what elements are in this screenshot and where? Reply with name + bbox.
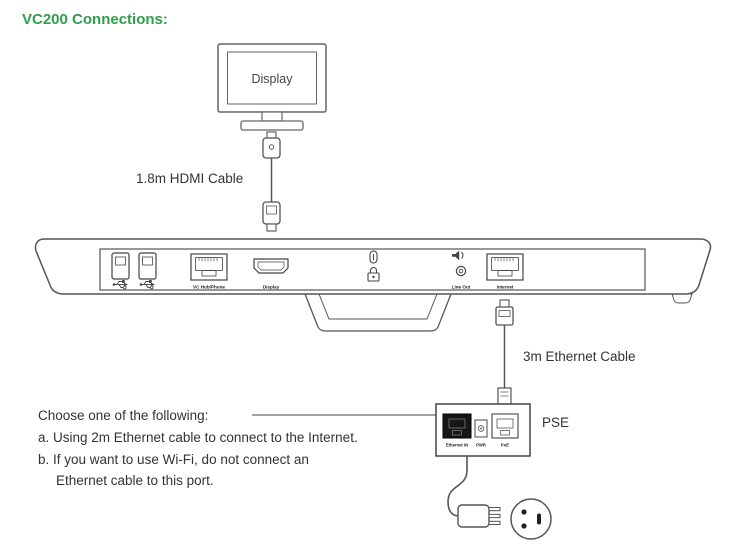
display-port-label: Display (263, 285, 280, 290)
device-foot (671, 293, 693, 304)
hdmi-cable-label: 1.8m HDMI Cable (136, 171, 243, 186)
usb-port-2 (138, 252, 157, 280)
power-outlet-icon (510, 498, 552, 540)
display-hdmi-port (253, 258, 289, 274)
line-out-jack (455, 265, 467, 277)
pse-box: Ethernet IN PWR PoE (435, 403, 531, 457)
internet-port-label: Internet (497, 285, 514, 290)
pse-label: PSE (542, 415, 569, 430)
monitor-display-label: Display (252, 72, 294, 86)
instructions-option-a: a. Using 2m Ethernet cable to connect to… (38, 430, 358, 445)
pse-poe-label: PoE (501, 443, 509, 448)
hdmi-plug-icon (262, 131, 281, 232)
security-lock-icon (367, 250, 380, 282)
device-rear-panel: VC Hub/Phone Display Line Out Internet (34, 238, 712, 304)
instructions-option-b-line1: b. If you want to use Wi-Fi, do not conn… (38, 452, 309, 467)
power-cord-line (447, 456, 468, 517)
vc-hub-phone-label: VC Hub/Phone (193, 285, 225, 290)
usb-port-1 (111, 252, 130, 280)
speaker-icon (452, 250, 464, 261)
power-plug-icon (447, 456, 501, 528)
pse-ethernet-in-label: Ethernet IN (446, 443, 468, 448)
pse-pwr-label: PWR (476, 443, 486, 448)
internet-port (486, 253, 524, 281)
page-title: VC200 Connections: (22, 11, 168, 28)
pse-poe-port (491, 413, 519, 439)
device-stand (304, 293, 452, 332)
instructions-option-b-line2: Ethernet cable to this port. (56, 473, 214, 488)
ethernet-plug-icon (495, 299, 514, 405)
vc-hub-phone-port (190, 253, 228, 281)
instructions-heading: Choose one of the following: (38, 408, 208, 423)
line-out-label: Line Out (452, 285, 471, 290)
ethernet-cable-label: 3m Ethernet Cable (523, 349, 636, 364)
monitor (217, 43, 327, 131)
pse-ethernet-in-port (442, 413, 472, 439)
